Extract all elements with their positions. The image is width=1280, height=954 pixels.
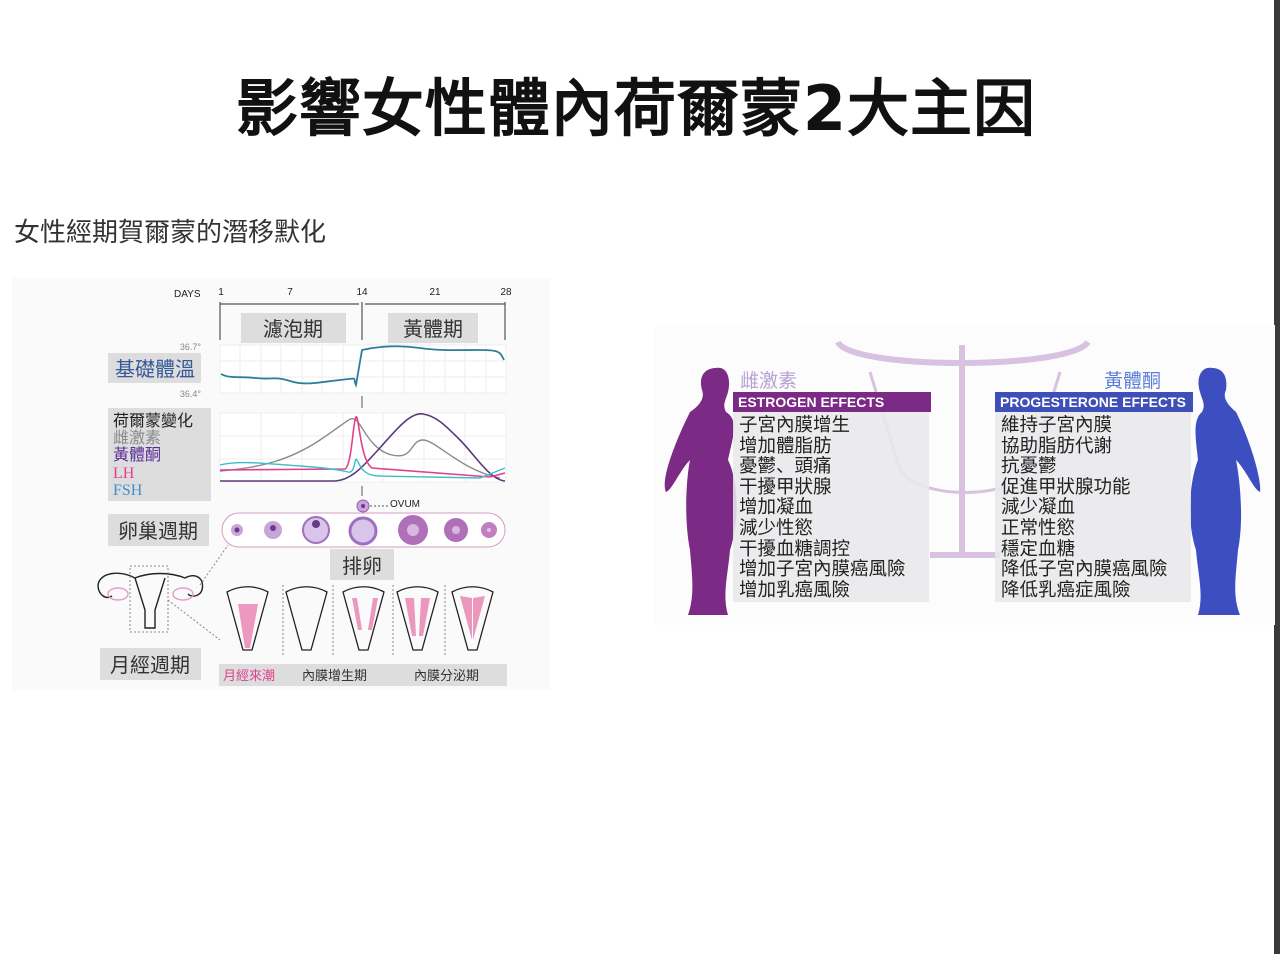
uterus-icon xyxy=(97,572,204,629)
list-item: 干擾甲狀腺 xyxy=(739,476,832,498)
menstrual-cycle-label: 月經週期 xyxy=(110,654,190,677)
legend-estrogen: 雌激素 xyxy=(113,429,161,447)
phase-brackets xyxy=(219,302,506,340)
estrogen-effects-header: ESTROGEN EFFECTS xyxy=(733,392,931,412)
day-tick: 7 xyxy=(287,287,293,298)
list-item: 減少性慾 xyxy=(739,517,814,539)
list-item: 降低乳癌症風險 xyxy=(1001,579,1131,601)
slide-subtitle: 女性經期賀爾蒙的潛移默化 xyxy=(14,218,327,248)
day-tick: 21 xyxy=(429,287,441,298)
bbt-label: 基礎體溫 xyxy=(115,358,195,381)
temp-high: 36.7° xyxy=(180,342,202,352)
woman-silhouette-progesterone xyxy=(1190,367,1261,615)
progesterone-effects-list: 維持子宮內膜 協助脂肪代謝 抗憂鬱 促進甲狀腺功能 減少凝血 正常性慾 穩定血糖… xyxy=(995,412,1191,602)
list-item: 憂鬱、頭痛 xyxy=(739,456,832,478)
progesterone-line xyxy=(220,413,506,482)
ovulation-label: 排卵 xyxy=(342,555,382,578)
list-item: 干擾血糖調控 xyxy=(739,538,851,560)
list-item: 增加乳癌風險 xyxy=(739,579,851,601)
menstrual-phase-proliferative: 內膜增生期 xyxy=(302,668,367,683)
list-item: 增加凝血 xyxy=(739,497,814,519)
list-item: 穩定血糖 xyxy=(1001,538,1076,560)
temp-low: 36.4° xyxy=(180,389,202,399)
legend-progesterone: 黃體酮 xyxy=(113,446,161,464)
day-tick: 14 xyxy=(356,287,368,298)
list-item: 維持子宮內膜 xyxy=(1001,415,1113,436)
day-tick: 28 xyxy=(500,287,512,298)
legend-fsh: FSH xyxy=(113,482,143,499)
bbt-grid xyxy=(219,344,507,394)
menstrual-phase-menses: 月經來潮 xyxy=(223,668,275,683)
menstrual-phase-secretory: 內膜分泌期 xyxy=(414,668,479,683)
list-item: 減少凝血 xyxy=(1001,497,1076,519)
estrogen-label: 雌激素 xyxy=(740,370,798,392)
fsh-line xyxy=(219,458,506,479)
list-item: 促進甲狀腺功能 xyxy=(1001,476,1131,498)
estrogen-line xyxy=(219,417,501,479)
legend-lh: LH xyxy=(113,465,135,482)
phase-luteal: 黃體期 xyxy=(403,318,463,341)
ovarian-cycle-label: 卵巢週期 xyxy=(118,520,198,543)
list-item: 協助脂肪代謝 xyxy=(1001,435,1113,457)
estrogen-effects-list: 子宮內膜增生 增加體脂肪 憂鬱、頭痛 干擾甲狀腺 增加凝血 減少性慾 干擾血糖調… xyxy=(733,412,929,602)
list-item: 正常性慾 xyxy=(1001,517,1076,539)
bbt-line xyxy=(220,345,505,388)
progesterone-label: 黃體酮 xyxy=(1104,370,1162,392)
hormone-title: 荷爾蒙變化 xyxy=(113,412,193,430)
list-item: 增加子宮內膜癌風險 xyxy=(739,559,906,581)
list-item: 子宮內膜增生 xyxy=(739,415,851,436)
days-label: DAYS xyxy=(174,289,201,300)
list-item: 增加體脂肪 xyxy=(739,435,832,457)
list-item: 降低子宮內膜癌風險 xyxy=(1001,559,1168,581)
lh-line xyxy=(219,416,506,478)
uterus-stage-icons xyxy=(226,586,494,651)
slide-title: 影響女性體內荷爾蒙2大主因 xyxy=(235,72,1037,145)
ovum-label: OVUM xyxy=(390,499,420,510)
follicle-icons xyxy=(231,515,497,546)
day-tick: 1 xyxy=(218,287,224,298)
phase-follicular: 濾泡期 xyxy=(263,318,323,341)
woman-silhouette-estrogen xyxy=(664,367,737,615)
window-edge xyxy=(1274,0,1280,954)
progesterone-effects-header: PROGESTERONE EFFECTS xyxy=(995,392,1193,412)
list-item: 抗憂鬱 xyxy=(1001,456,1057,478)
